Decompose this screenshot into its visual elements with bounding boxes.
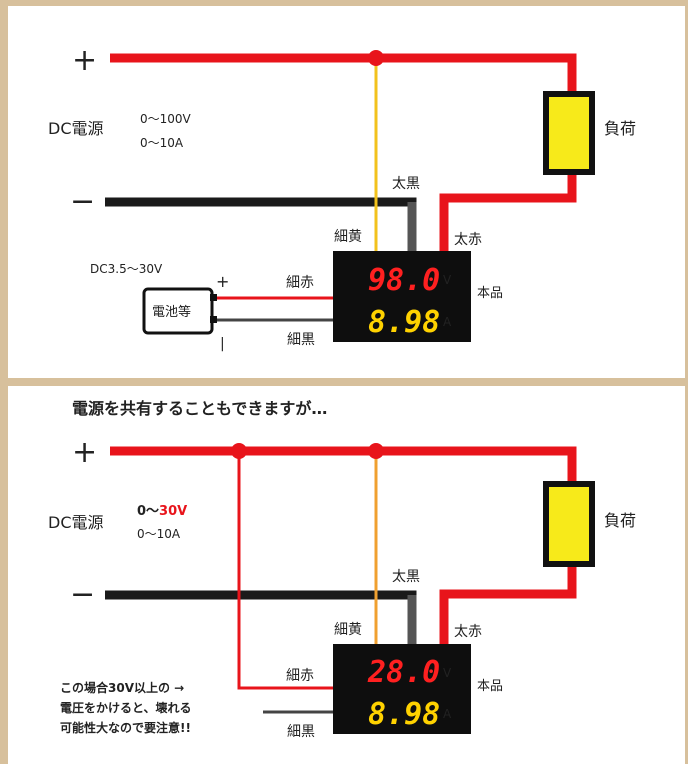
meter-amps-display: 8.98 [368, 305, 440, 340]
junction-dot-left [231, 443, 247, 459]
battery-terminal-minus [210, 316, 217, 323]
voltage-range-prefix: 0～ [137, 504, 159, 519]
negative-main-wire [105, 590, 417, 644]
thick-red-wire [439, 171, 577, 251]
meter-unit-v: V [443, 666, 452, 680]
meter-volts-display: 98.0 [368, 263, 440, 298]
battery-plus-sign: + [216, 272, 229, 291]
meter-volts-display: 28.0 [367, 655, 440, 690]
junction-dot [368, 50, 384, 66]
load-label: 負荷 [604, 511, 636, 530]
voltage-range-value: 30V [159, 504, 187, 519]
product-label: 本品 [477, 286, 503, 301]
meter-unit-a: A [443, 315, 452, 329]
load-resistor [543, 91, 595, 175]
minus-sign: − [70, 577, 95, 612]
thick-black-label: 太黒 [392, 569, 420, 585]
plus-sign: + [72, 435, 97, 470]
thin-red-wire [237, 451, 333, 690]
meter-unit-v: V [443, 273, 452, 287]
plus-sign: + [72, 43, 97, 78]
dc-source-label: DC電源 [48, 513, 104, 532]
battery-label: 電池等 [152, 304, 191, 320]
dc-source-label: DC電源 [48, 119, 104, 138]
meter-amps-display: 8.98 [368, 697, 440, 732]
thin-yellow-label: 細黄 [334, 621, 362, 638]
load-label: 負荷 [604, 119, 636, 138]
thick-red-wire [439, 564, 577, 644]
thick-red-label: 太赤 [454, 624, 482, 640]
thin-yellow-label: 細黄 [334, 228, 362, 245]
battery-terminal-plus [210, 294, 217, 301]
load-resistor [543, 481, 595, 567]
bottom-wiring-diagram: 電源を共有することもできますが… 28.0 8.98 V A + − DC電源 … [48, 399, 636, 740]
shared-power-heading: 電源を共有することもできますが… [72, 399, 327, 418]
thin-black-label: 細黒 [287, 332, 315, 348]
battery-range-label: DC3.5～30V [90, 262, 163, 276]
voltage-range: 0～100V [140, 112, 192, 126]
bottom-diagram-panel: 電源を共有することもできますが… 28.0 8.98 V A + − DC電源 … [8, 386, 685, 764]
warning-line-3: 可能性大なので要注意!! [60, 720, 191, 735]
thin-black-label: 細黒 [287, 724, 315, 740]
negative-main-wire [105, 197, 417, 251]
thin-red-label: 細赤 [286, 275, 314, 291]
battery-box [142, 287, 214, 335]
positive-main-wire [110, 446, 577, 484]
warning-line-1: この場合30V以上の → [60, 680, 184, 695]
warning-line-2: 電圧をかけると、壊れる [60, 700, 192, 715]
meter-unit-a: A [443, 707, 452, 721]
battery-minus-sign: | [220, 336, 225, 352]
meter-body [333, 251, 471, 342]
current-range: 0～10A [137, 527, 181, 541]
thick-black-label: 太黒 [392, 176, 420, 192]
positive-main-wire [110, 53, 577, 96]
voltage-range: 0～30V [137, 504, 187, 519]
meter-body [333, 644, 471, 734]
top-wiring-diagram: 98.0 8.98 V A + − DC電源 0～100V 0～10A 負荷 太… [48, 43, 636, 352]
thin-red-label: 細赤 [286, 668, 314, 684]
top-diagram-panel: 98.0 8.98 V A + − DC電源 0～100V 0～10A 負荷 太… [8, 6, 685, 378]
current-range: 0～10A [140, 136, 184, 150]
product-label: 本品 [477, 679, 503, 694]
minus-sign: − [70, 184, 95, 219]
thick-red-label: 太赤 [454, 232, 482, 248]
junction-dot-right [368, 443, 384, 459]
